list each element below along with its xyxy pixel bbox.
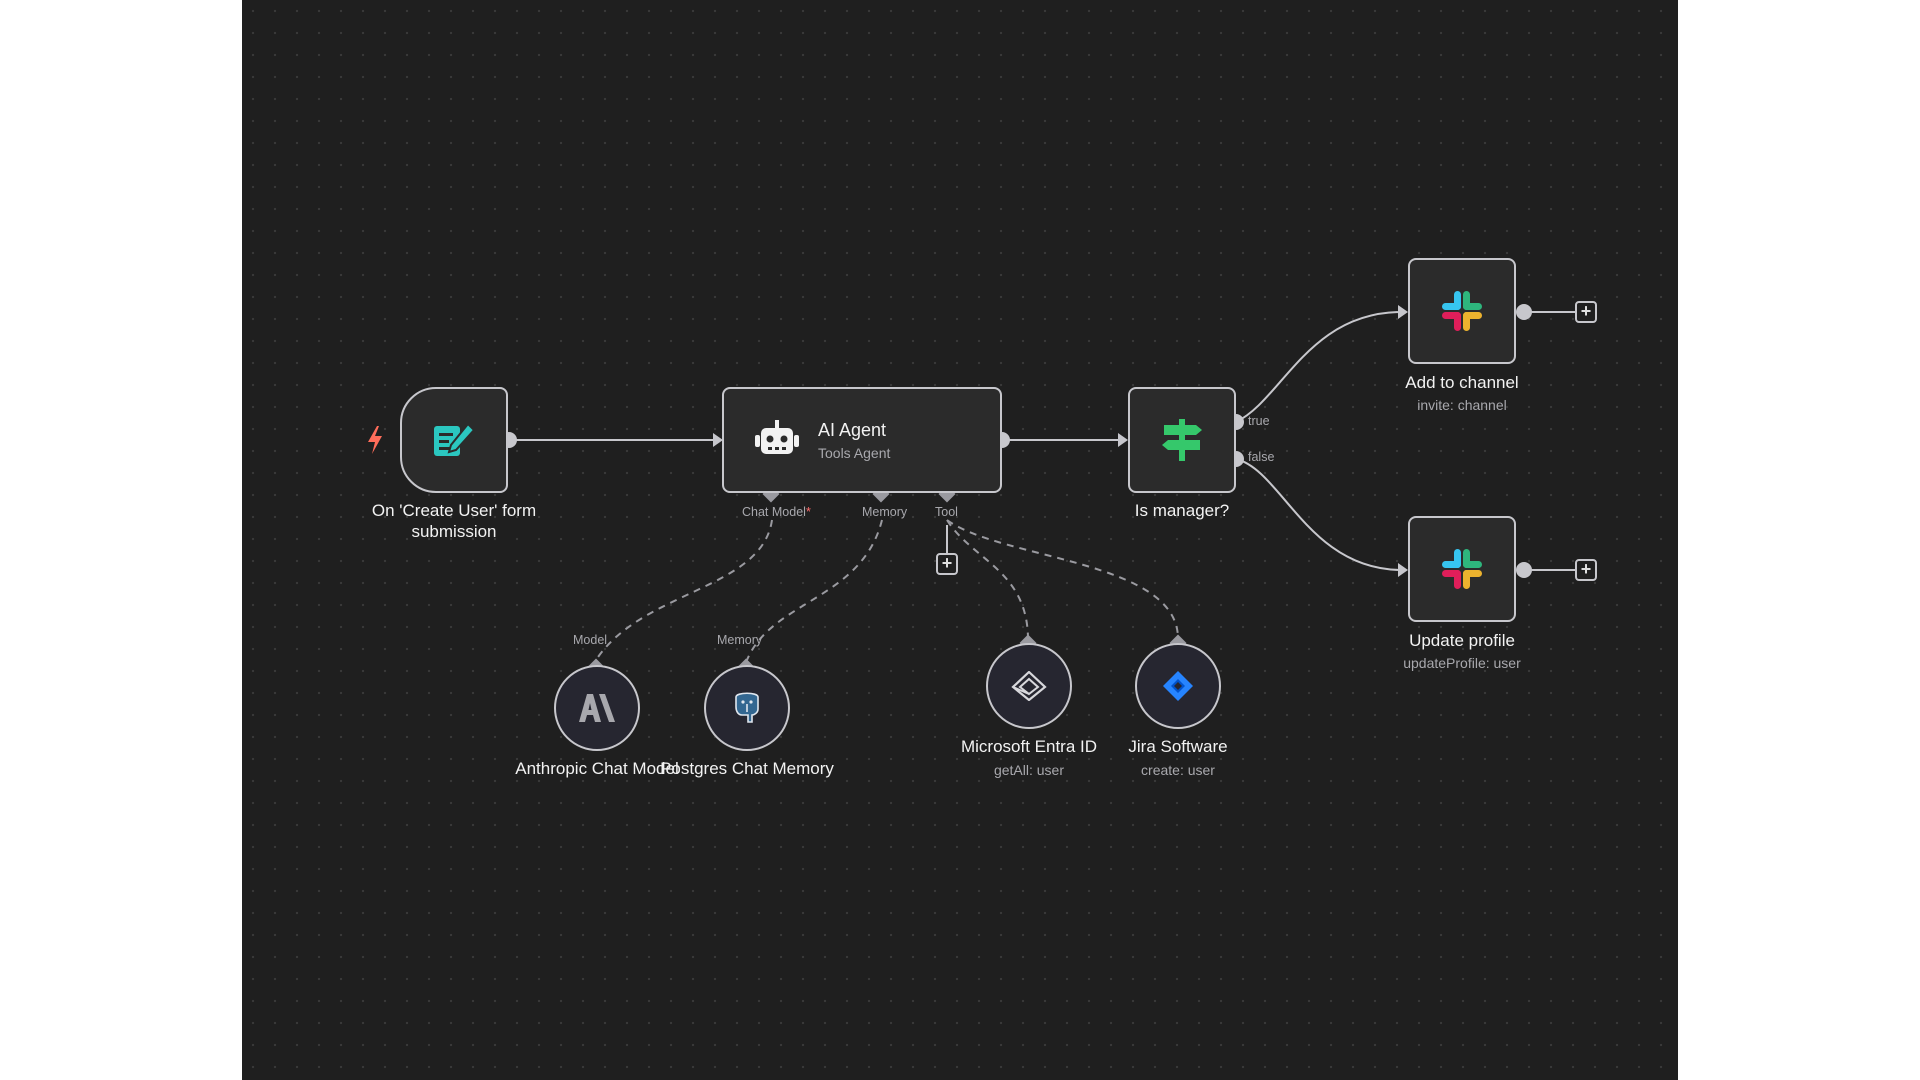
workflow-canvas[interactable]: On 'Create User' form submission AI Agen… xyxy=(242,0,1678,1080)
anthropic-port-label: Model xyxy=(573,633,608,647)
jira-subtitle: create: user xyxy=(1141,762,1215,778)
true-branch-label: true xyxy=(1248,414,1270,428)
postgres-chat-memory-node[interactable] xyxy=(704,665,790,751)
slack-icon xyxy=(1442,549,1482,589)
chat-model-port-label: Chat Model* xyxy=(742,505,811,519)
false-branch-label: false xyxy=(1248,450,1275,464)
add-channel-output-port[interactable] xyxy=(1516,304,1532,320)
wire-memory[interactable] xyxy=(746,519,883,661)
is-manager-label: Is manager? xyxy=(1134,501,1230,520)
arrow-agent-input xyxy=(713,433,723,447)
entra-id-icon xyxy=(1011,671,1047,701)
anthropic-label: Anthropic Chat Model xyxy=(515,759,679,778)
wire-tool-entra[interactable] xyxy=(946,519,1029,639)
robot-icon xyxy=(755,420,799,454)
slack-icon xyxy=(1442,291,1482,331)
anthropic-chat-model-node[interactable] xyxy=(554,665,640,751)
entra-label: Microsoft Entra ID xyxy=(960,737,1098,756)
add-tool-button[interactable]: + xyxy=(936,553,958,575)
signpost-icon xyxy=(1162,419,1202,461)
add-after-profile-button[interactable]: + xyxy=(1575,559,1597,581)
is-manager-node[interactable] xyxy=(1128,387,1236,493)
postgres-elephant-icon xyxy=(735,692,759,723)
update-profile-output-port[interactable] xyxy=(1516,562,1532,578)
arrow-if-input xyxy=(1118,433,1128,447)
anthropic-icon xyxy=(579,694,615,722)
postgres-label: Postgres Chat Memory xyxy=(660,759,834,778)
update-profile-node[interactable] xyxy=(1408,516,1516,622)
lightning-bolt-icon xyxy=(368,426,382,454)
agent-text: AI Agent Tools Agent xyxy=(818,420,890,461)
arrow-update-profile-input xyxy=(1398,563,1408,577)
arrow-add-channel-input xyxy=(1398,305,1408,319)
add-to-channel-node[interactable] xyxy=(1408,258,1516,364)
entra-subtitle: getAll: user xyxy=(993,762,1065,778)
chat-model-label-text: Chat Model xyxy=(742,505,806,519)
wire-chat-model[interactable] xyxy=(595,519,773,661)
jira-icon xyxy=(1163,671,1193,701)
add-to-channel-label: Add to channel xyxy=(1405,373,1519,392)
add-after-channel-button[interactable]: + xyxy=(1575,301,1597,323)
tool-port-label: Tool xyxy=(935,505,958,519)
update-profile-label: Update profile xyxy=(1409,631,1515,650)
microsoft-entra-id-node[interactable] xyxy=(986,643,1072,729)
form-pencil-icon xyxy=(434,422,476,456)
memory-port-label: Memory xyxy=(862,505,908,519)
postgres-port-label: Memory xyxy=(717,633,763,647)
required-mark: * xyxy=(805,505,811,519)
wire-tool-jira[interactable] xyxy=(946,519,1179,639)
update-profile-subtitle: updateProfile: user xyxy=(1403,655,1521,671)
agent-subtitle: Tools Agent xyxy=(818,444,891,461)
agent-title: AI Agent xyxy=(818,419,887,440)
wire-false-branch[interactable] xyxy=(1235,458,1403,571)
ai-agent-node[interactable]: AI Agent Tools Agent xyxy=(722,387,1002,493)
trigger-label: On 'Create User' form submission xyxy=(371,501,537,541)
add-to-channel-subtitle: invite: channel xyxy=(1417,397,1507,413)
jira-software-node[interactable] xyxy=(1135,643,1221,729)
jira-label: Jira Software xyxy=(1128,737,1228,756)
trigger-node[interactable] xyxy=(400,387,508,493)
wire-true-branch[interactable] xyxy=(1235,311,1403,423)
